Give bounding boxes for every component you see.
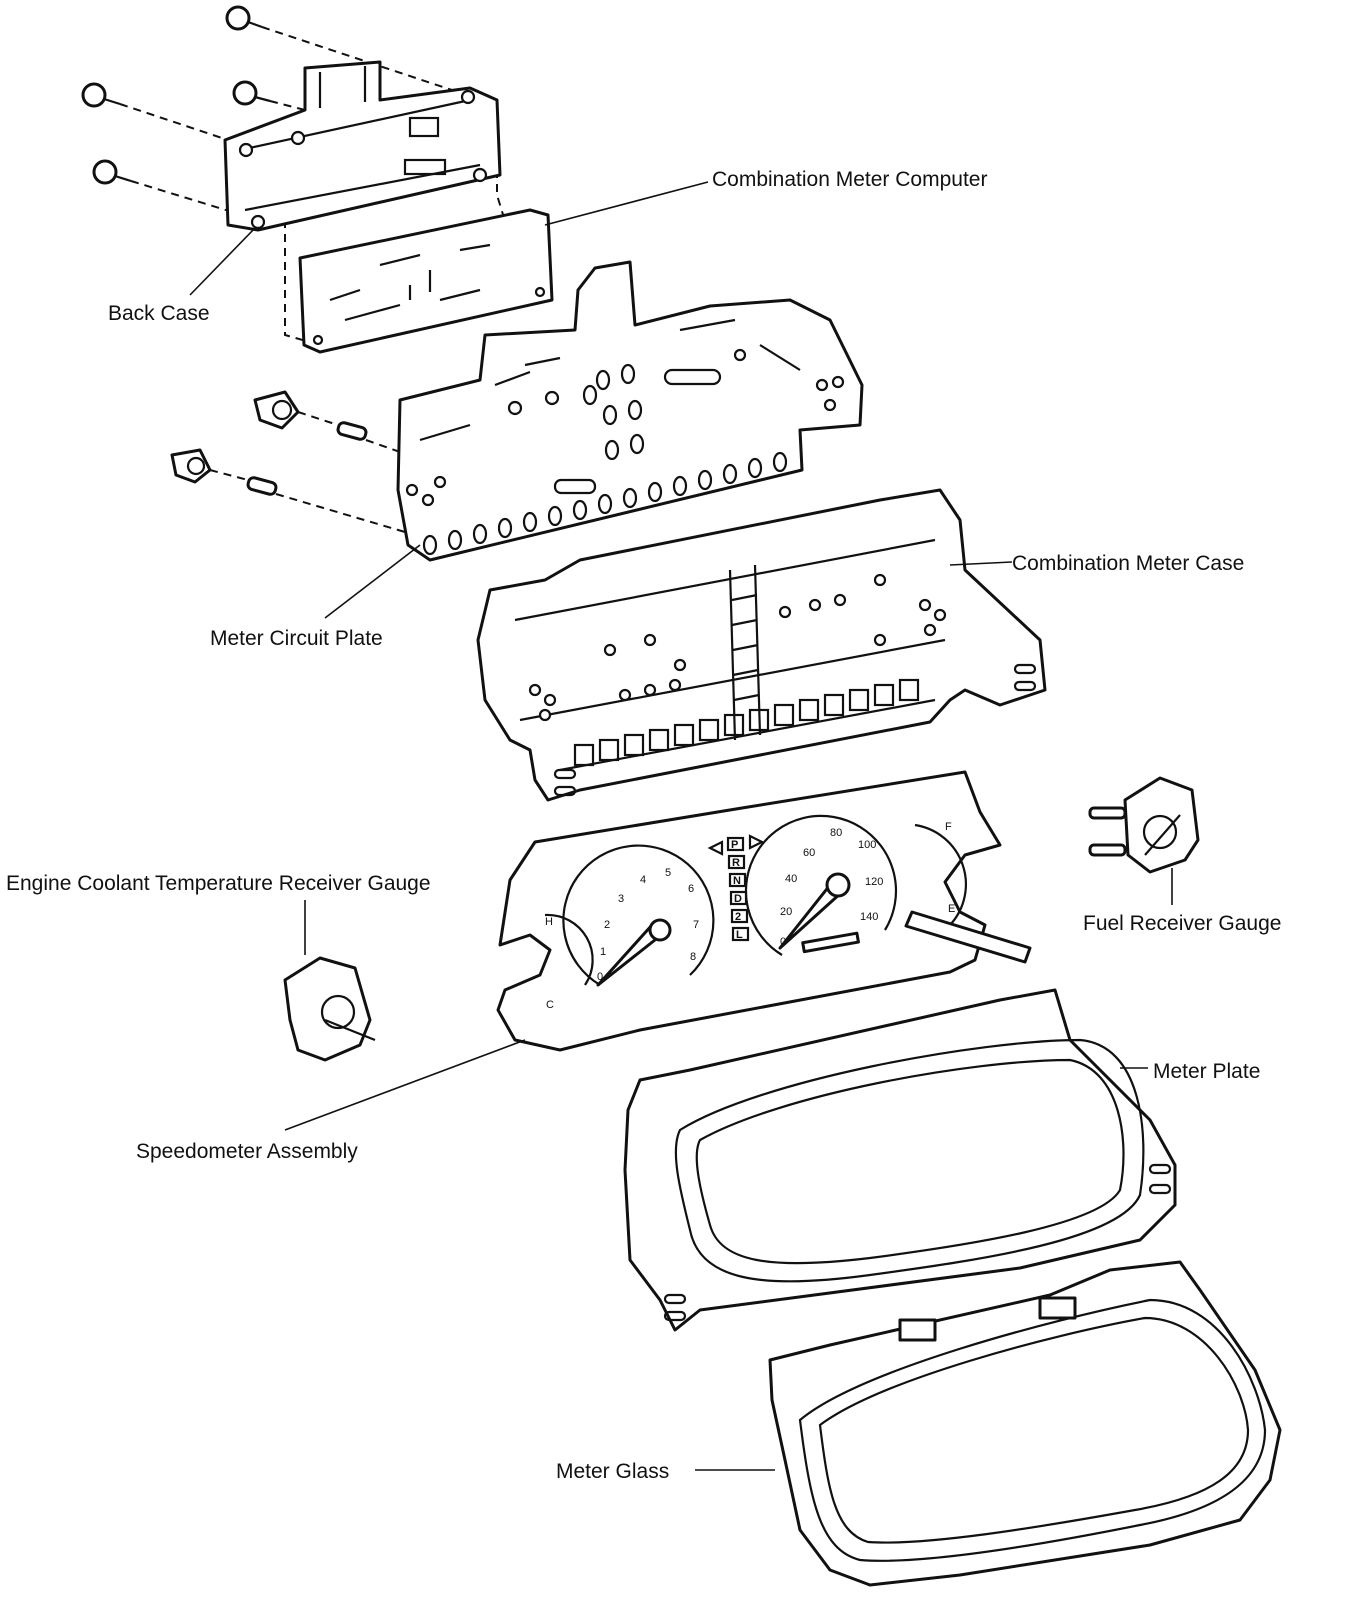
label-fuel-receiver-gauge: Fuel Receiver Gauge bbox=[1083, 912, 1281, 935]
screw-lower-left bbox=[92, 159, 132, 185]
fuel-receiver-gauge bbox=[1088, 776, 1200, 874]
screw-upper-left bbox=[81, 82, 121, 108]
gear-2: 2 bbox=[735, 911, 741, 923]
svg-text:120: 120 bbox=[865, 876, 883, 888]
leader-meter-circuit-plate bbox=[324, 544, 421, 619]
svg-text:8: 8 bbox=[690, 951, 696, 963]
screw-top bbox=[225, 5, 263, 31]
leader-back-case bbox=[189, 227, 256, 296]
circuit-plate-holes bbox=[405, 348, 845, 556]
gear-indicator: P R N D 2 L bbox=[707, 834, 765, 942]
fuel-full-mark: F bbox=[945, 821, 952, 833]
temp-hot-mark: H bbox=[545, 916, 553, 928]
svg-text:0: 0 bbox=[780, 936, 786, 948]
label-meter-glass: Meter Glass bbox=[556, 1460, 669, 1483]
meter-glass bbox=[768, 1260, 1282, 1587]
combination-meter-case bbox=[476, 488, 1047, 802]
tachometer-scale: 0 1 2 3 4 5 6 7 8 bbox=[597, 867, 699, 983]
label-combination-meter-computer: Combination Meter Computer bbox=[712, 168, 987, 191]
svg-text:4: 4 bbox=[640, 874, 646, 886]
gear-n: N bbox=[733, 875, 741, 887]
bulb-socket-lower bbox=[170, 448, 278, 496]
svg-text:2: 2 bbox=[604, 919, 610, 931]
fuel-empty-mark: E bbox=[948, 903, 955, 915]
temp-cold-mark: C bbox=[546, 999, 554, 1011]
combination-meter-computer bbox=[298, 208, 554, 354]
svg-text:100: 100 bbox=[858, 839, 876, 851]
label-meter-circuit-plate: Meter Circuit Plate bbox=[210, 627, 383, 650]
back-case bbox=[223, 60, 502, 232]
label-engine-coolant-temperature-receiver-gauge: Engine Coolant Temperature Receiver Gaug… bbox=[6, 872, 431, 895]
gear-d: D bbox=[734, 893, 742, 905]
bulb-socket-upper bbox=[253, 390, 368, 441]
svg-text:5: 5 bbox=[665, 867, 671, 879]
svg-text:20: 20 bbox=[780, 906, 792, 918]
label-meter-plate: Meter Plate bbox=[1153, 1060, 1260, 1083]
meter-circuit-plate bbox=[396, 260, 864, 562]
screw-upper-mid bbox=[232, 80, 271, 106]
case-lattice bbox=[573, 678, 920, 767]
svg-text:1: 1 bbox=[600, 946, 606, 958]
svg-text:0: 0 bbox=[597, 971, 603, 983]
speedometer-scale: 0 20 40 60 80 100 120 140 bbox=[780, 827, 883, 948]
label-combination-meter-case: Combination Meter Case bbox=[1012, 552, 1244, 575]
speedometer-assembly: P R N D 2 L H C 0 1 2 3 4 5 6 7 8 0 20 4… bbox=[496, 770, 1032, 1052]
svg-text:40: 40 bbox=[785, 873, 797, 885]
gear-p: P bbox=[731, 839, 738, 851]
gear-r: R bbox=[732, 857, 740, 869]
label-back-case: Back Case bbox=[108, 302, 210, 325]
svg-text:3: 3 bbox=[618, 893, 624, 905]
svg-text:80: 80 bbox=[830, 827, 842, 839]
leader-combination-meter-case bbox=[949, 561, 1013, 566]
svg-text:140: 140 bbox=[860, 911, 878, 923]
gear-l: L bbox=[736, 929, 743, 941]
svg-text:6: 6 bbox=[688, 883, 694, 895]
label-speedometer-assembly: Speedometer Assembly bbox=[136, 1140, 358, 1163]
engine-coolant-temperature-receiver-gauge bbox=[283, 956, 376, 1062]
svg-text:7: 7 bbox=[693, 919, 699, 931]
leader-speedometer-assembly bbox=[284, 1039, 526, 1131]
leader-combination-meter-computer bbox=[544, 181, 709, 226]
svg-text:60: 60 bbox=[803, 847, 815, 859]
meter-plate bbox=[623, 988, 1177, 1332]
